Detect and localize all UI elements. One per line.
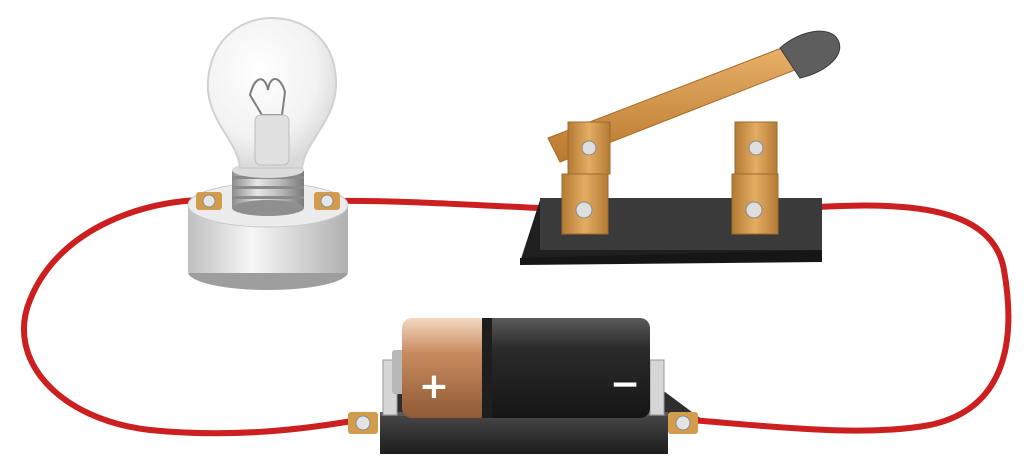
light-bulb [187,16,349,290]
battery-left-terminal [348,412,378,434]
bulb-right-terminal [314,192,340,210]
battery-negative-body [482,318,650,418]
bulb-glass [206,16,338,169]
switch-hinge [561,121,611,235]
wire-switch-to-battery [687,202,1012,434]
switch-handle [779,30,841,79]
battery-positive-symbol: + [419,366,449,407]
battery: + − [348,318,700,454]
battery-right-terminal [668,412,698,434]
filament [248,78,287,116]
wire-bulb-to-battery [21,197,361,437]
knife-switch [520,30,841,265]
battery-holder [380,412,668,454]
switch-contact [731,121,779,235]
battery-negative-symbol: − [610,364,640,405]
bulb-left-terminal [196,192,222,210]
battery-positive-end [402,318,488,418]
